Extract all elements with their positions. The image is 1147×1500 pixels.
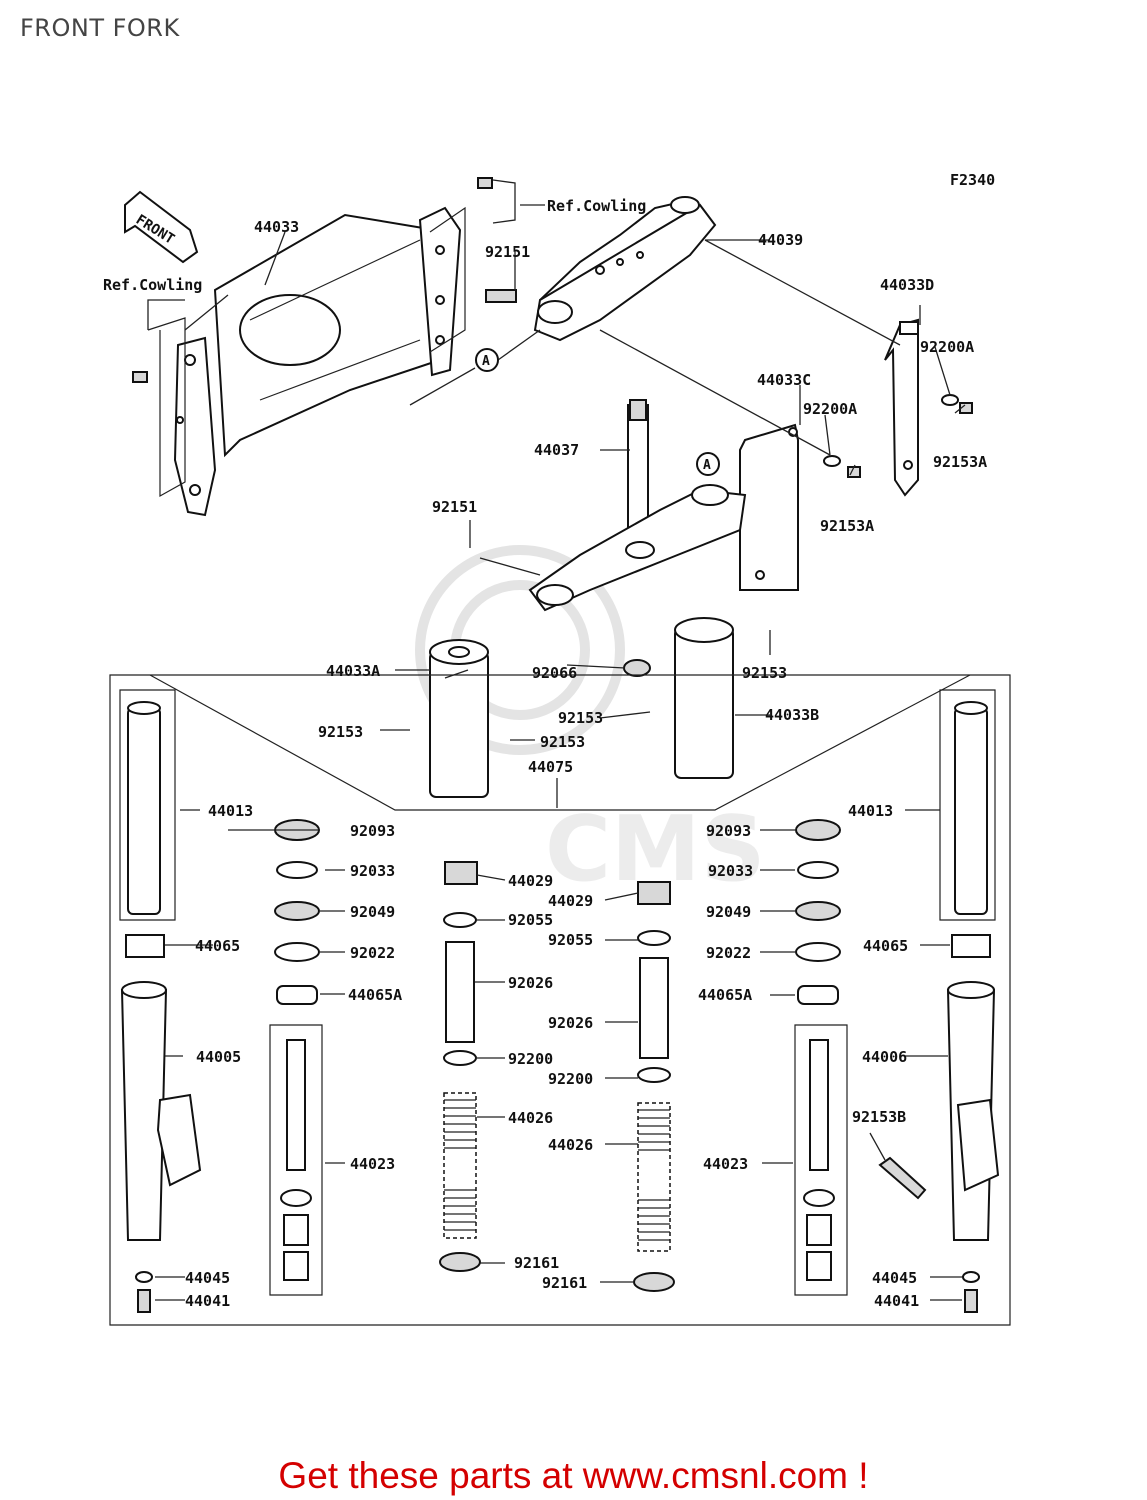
page-title: FRONT FORK (20, 14, 180, 42)
label-92153A-mid: 92153A (820, 517, 874, 535)
label-92200A-mid: 92200A (803, 400, 857, 418)
label-44026-right: 44026 (548, 1136, 593, 1154)
right-bushing-44065 (951, 934, 991, 958)
right-inner-tube-44013 (939, 689, 996, 921)
label-44065-left: 44065 (195, 937, 240, 955)
right-outer-tube-44006 (946, 981, 1000, 1241)
label-92200-left: 92200 (508, 1050, 553, 1068)
label-92161-right: 92161 (542, 1274, 587, 1292)
label-92055-left: 92055 (508, 911, 553, 929)
label-44005: 44005 (196, 1048, 241, 1066)
left-seal-stack (274, 819, 320, 1005)
promo-footer-link[interactable]: Get these parts at www.cmsnl.com ! (278, 1455, 869, 1496)
label-44023-right: 44023 (703, 1155, 748, 1173)
label-92066: 92066 (532, 664, 577, 682)
label-44041-left: 44041 (185, 1292, 230, 1310)
label-44033: 44033 (254, 218, 299, 236)
label-92153-left: 92153 (318, 723, 363, 741)
label-44065A-left: 44065A (348, 986, 402, 1004)
steering-stem-44037 (528, 399, 747, 612)
label-44033D: 44033D (880, 276, 934, 294)
front-arrow-icon: FRONT (124, 190, 199, 264)
label-92033-right: 92033 (708, 862, 753, 880)
label-92026-right: 92026 (548, 1014, 593, 1032)
bracket-44033D (884, 318, 919, 497)
label-44033A: 44033A (326, 662, 380, 680)
label-92055-right: 92055 (548, 931, 593, 949)
lower-assembly-frame (109, 674, 1011, 1326)
label-44013-right: 44013 (848, 802, 893, 820)
label-44023-left: 44023 (350, 1155, 395, 1173)
marker-a-1: A (482, 354, 490, 369)
left-inner-tube-44013 (119, 689, 176, 921)
label-44045-left: 44045 (185, 1269, 230, 1287)
reference-marker-a: A A (475, 348, 720, 476)
right-seal-stack (795, 819, 841, 1005)
label-92161-left: 92161 (514, 1254, 559, 1272)
left-spring-stack (439, 861, 481, 1272)
label-92153-right: 92153 (742, 664, 787, 682)
label-92093-right: 92093 (706, 822, 751, 840)
left-damper-rod-44023 (269, 1024, 323, 1296)
label-92049-left: 92049 (350, 903, 395, 921)
bolt-icon (132, 177, 517, 383)
label-92049-right: 92049 (706, 903, 751, 921)
label-44033C: 44033C (757, 371, 811, 389)
cowling-bracket-44033 (173, 206, 462, 517)
label-44026-left: 44026 (508, 1109, 553, 1127)
left-bolt-icon (135, 1271, 153, 1313)
label-44039: 44039 (758, 231, 803, 249)
ref-cowling-bracket (147, 206, 466, 498)
marker-a-2: A (703, 458, 711, 473)
label-44006: 44006 (862, 1048, 907, 1066)
upper-triple-clamp-44039 (533, 196, 717, 342)
label-44029-right: 44029 (548, 892, 593, 910)
left-outer-tube-44005 (120, 981, 202, 1241)
label-44045-right: 44045 (872, 1269, 917, 1287)
right-damper-rod-44023 (794, 1024, 848, 1296)
label-92022-left: 92022 (350, 944, 395, 962)
cover-44033C (739, 423, 799, 591)
label-ref-cowling-top: Ref.Cowling (547, 197, 646, 215)
part-labels: 44033 Ref.Cowling Ref.Cowling 92151 4403… (103, 197, 987, 1310)
label-ref-cowling-left: Ref.Cowling (103, 276, 202, 294)
label-92200-right: 92200 (548, 1070, 593, 1088)
label-92093-left: 92093 (350, 822, 395, 840)
label-44041-right: 44041 (874, 1292, 919, 1310)
label-92022-right: 92022 (706, 944, 751, 962)
label-92151-mid: 92151 (432, 498, 477, 516)
label-44065-right: 44065 (863, 937, 908, 955)
label-92153A-right: 92153A (933, 453, 987, 471)
right-bolt-icon (878, 1156, 980, 1313)
label-92151-top: 92151 (485, 243, 530, 261)
label-92200A-right: 92200A (920, 338, 974, 356)
label-92153-center: 92153 (558, 709, 603, 727)
figure-code: F2340 (950, 171, 995, 189)
label-44029-left: 44029 (508, 872, 553, 890)
seal-92066-icon (623, 659, 651, 677)
label-92153-bottom: 92153 (540, 733, 585, 751)
label-44075: 44075 (528, 758, 573, 776)
tube-cover-44033A (429, 639, 489, 798)
label-92026-left: 92026 (508, 974, 553, 992)
label-92153B: 92153B (852, 1108, 906, 1126)
right-spring-stack (633, 881, 675, 1292)
tube-cover-44033B (674, 617, 734, 779)
label-92033-left: 92033 (350, 862, 395, 880)
label-44013-left: 44013 (208, 802, 253, 820)
label-44037: 44037 (534, 441, 579, 459)
label-44033B: 44033B (765, 706, 819, 724)
leader-lines (147, 179, 966, 1301)
left-bushing-44065 (125, 934, 165, 958)
label-44065A-right: 44065A (698, 986, 752, 1004)
